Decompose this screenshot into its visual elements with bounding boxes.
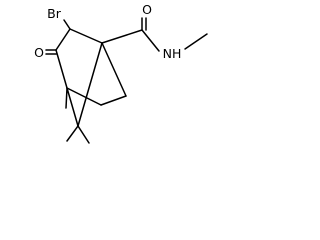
amide-oxygen-label: O [142,2,152,17]
amide-nitrogen-label: NH [163,46,182,61]
bond-c1-c7 [66,87,79,127]
bromine-label: Br [47,6,62,21]
ketone-oxygen-label: O [34,45,44,60]
bond-c7-c4 [77,42,103,127]
bond-c3-br [63,19,71,30]
bond-c1-c6 [66,87,102,106]
bond-c3-c4 [69,28,103,44]
bond-n-methyl [184,33,208,50]
bond-carbonyl-n [141,29,160,52]
bond-c5-c4 [101,42,127,97]
bond-c2-c1 [55,49,68,89]
bond-c2-c3 [55,28,71,51]
bond-c1-methyl [65,87,68,109]
chemical-structure-drawing: Br O O NH [34,2,208,144]
atom-labels: Br O O NH [34,2,181,61]
bond-c7-methyl-left [66,125,79,142]
bond-c7-methyl-right [77,125,90,144]
bond-c6-c5 [100,95,127,106]
bond-c4-carbonyl [101,29,143,44]
bond-lines [45,17,208,144]
